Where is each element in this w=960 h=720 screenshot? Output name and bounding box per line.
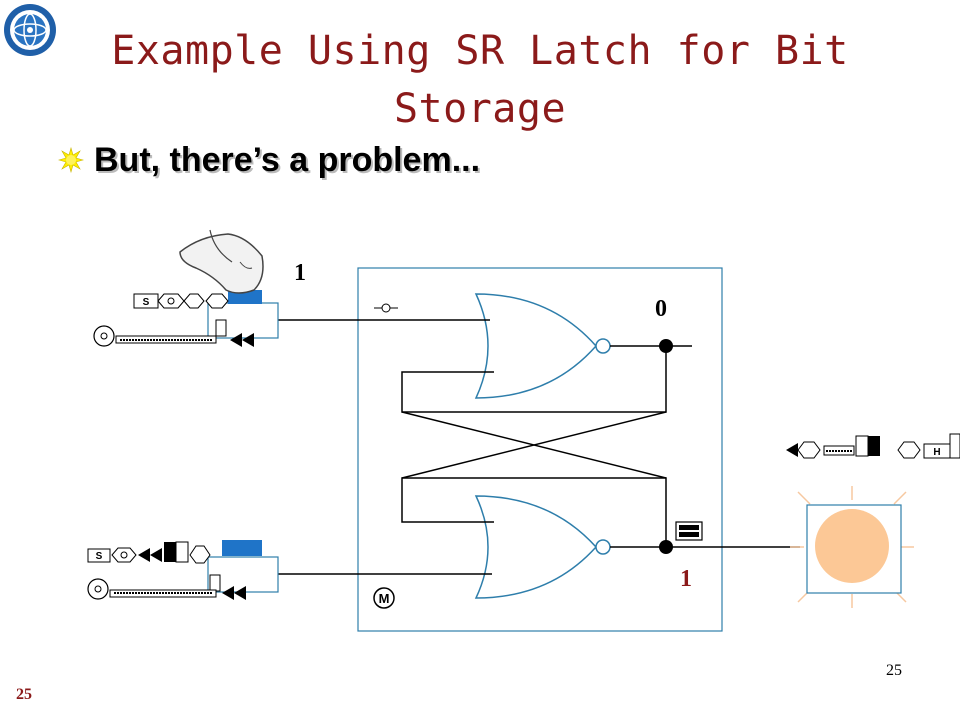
nor-gate-top — [474, 293, 611, 399]
reset-label-strip: S — [87, 541, 211, 564]
latch-box — [357, 267, 723, 632]
bullet-text: But, there’s a problem... — [94, 140, 481, 179]
q-bar-output-value: 1 — [680, 566, 692, 592]
marker-m-letter: M — [379, 591, 390, 606]
set-label-strip: S — [133, 293, 229, 309]
reset-key-strip — [87, 578, 246, 600]
probe-icon — [374, 303, 398, 313]
reset-label-letter: S — [96, 551, 103, 562]
slide-title-line-2: Storage — [393, 86, 567, 132]
set-input-value: 1 — [294, 260, 306, 286]
sun-bullet-icon — [58, 147, 84, 173]
junction-dot-q — [659, 339, 673, 353]
light-bulb — [790, 486, 914, 608]
output-indicator-icon — [675, 521, 703, 541]
wires — [278, 319, 800, 575]
university-logo — [4, 4, 56, 56]
slide-title-line-1: Example Using SR Latch for Bit — [111, 28, 849, 74]
light-label-letter: H — [933, 447, 940, 458]
slide-title: Example Using SR Latch for Bit Storage — [60, 22, 900, 138]
junction-dot-q-bar — [659, 540, 673, 554]
slide-number: 25 — [16, 686, 32, 703]
reset-button[interactable] — [207, 540, 279, 593]
q-output-value: 0 — [655, 296, 667, 322]
marker-m-icon: M — [373, 587, 395, 609]
page-number: 25 — [886, 662, 902, 679]
finger-icon — [179, 229, 264, 294]
light-label-strip: H — [786, 433, 960, 459]
set-label-letter: S — [143, 297, 150, 308]
nor-gate-bottom — [474, 495, 611, 599]
bullet-item: But, there’s a problem... — [58, 138, 480, 182]
set-key-strip — [93, 325, 254, 347]
